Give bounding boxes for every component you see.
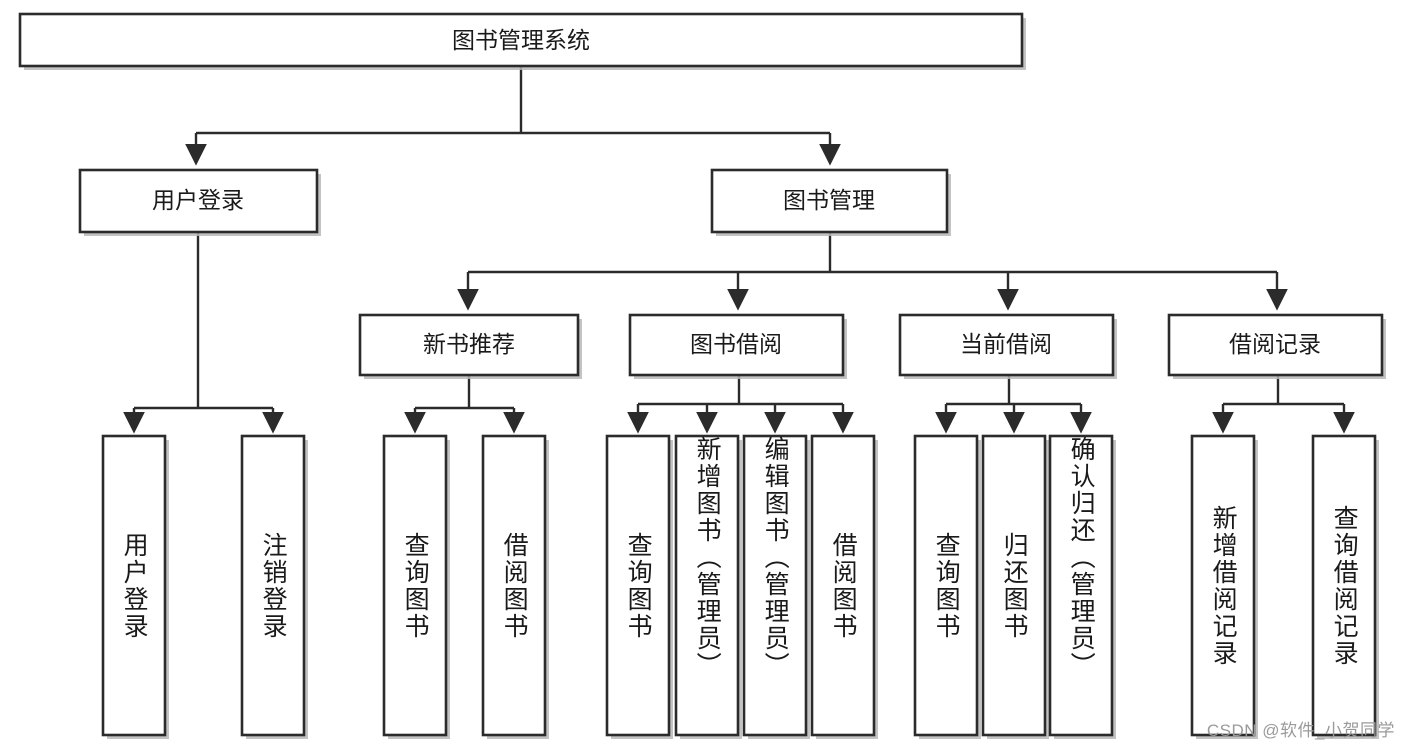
- node-box-leaf-user-login[interactable]: [101, 434, 167, 737]
- label-current-borrow: 当前借阅: [960, 331, 1052, 357]
- node-box-leaf-edit-book-admin[interactable]: [742, 434, 808, 737]
- label-book-borrow: 图书借阅: [690, 331, 782, 357]
- node-boxes: [18, 12, 1384, 737]
- edge-group-book-mgmt: [457, 232, 1288, 311]
- label-book-management: 图书管理: [783, 187, 875, 213]
- node-box-leaf-query-borrow-record[interactable]: [1311, 434, 1377, 737]
- node-box-root[interactable]: [18, 12, 1024, 68]
- watermark: CSDN @软件_小贺同学: [1206, 721, 1395, 740]
- node-labels-horizontal: 图书管理系统 用户登录 图书管理 新书推荐 图书借阅 当前借阅 借阅记录: [152, 27, 1321, 357]
- node-box-leaf-confirm-return-admin[interactable]: [1048, 434, 1114, 737]
- label-new-book-recommend: 新书推荐: [423, 331, 515, 357]
- node-box-borrow-record[interactable]: [1167, 313, 1384, 377]
- node-box-leaf-add-book-admin[interactable]: [674, 434, 740, 737]
- node-box-leaf-logout[interactable]: [240, 434, 306, 737]
- edge-group-root: [185, 66, 841, 166]
- edge-group-user-login: [123, 232, 284, 434]
- edge-group-book-borrow: [627, 375, 854, 434]
- node-box-leaf-query-books-2[interactable]: [605, 434, 671, 737]
- edge-group-borrow-record: [1212, 375, 1355, 434]
- label-root: 图书管理系统: [452, 27, 590, 53]
- label-borrow-record: 借阅记录: [1229, 331, 1321, 357]
- edge-group-new-book: [404, 375, 525, 434]
- node-box-user-login[interactable]: [78, 168, 319, 234]
- node-box-book-borrow[interactable]: [628, 313, 845, 377]
- node-box-leaf-query-books-1[interactable]: [382, 434, 448, 737]
- edge-group-current-borrow: [935, 375, 1092, 434]
- node-box-leaf-borrow-books-1[interactable]: [481, 434, 547, 737]
- label-user-login: 用户登录: [152, 187, 244, 213]
- node-box-current-borrow[interactable]: [898, 313, 1115, 377]
- node-box-leaf-query-books-3[interactable]: [913, 434, 979, 737]
- node-box-new-book-recommend[interactable]: [358, 313, 580, 377]
- node-box-leaf-borrow-books-2[interactable]: [810, 434, 876, 737]
- node-box-book-management[interactable]: [710, 168, 949, 234]
- node-box-leaf-return-books[interactable]: [981, 434, 1047, 737]
- node-box-leaf-add-borrow-record[interactable]: [1190, 434, 1256, 737]
